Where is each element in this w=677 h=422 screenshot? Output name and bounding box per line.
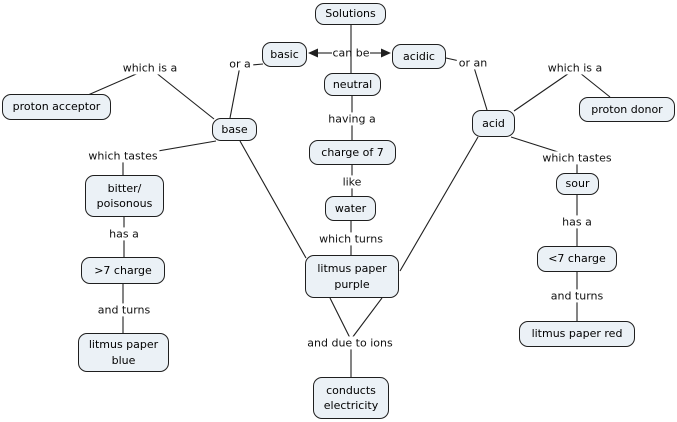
concept-node-water[interactable]: water — [325, 196, 376, 221]
link-label-which-tastes-right[interactable]: which tastes — [540, 151, 614, 165]
concept-node-base[interactable]: base — [212, 118, 257, 141]
concept-node-acidic[interactable]: acidic — [392, 44, 446, 69]
concept-node-neutral[interactable]: neutral — [324, 73, 381, 96]
concept-node-proton-acceptor[interactable]: proton acceptor — [2, 94, 111, 120]
link-label-has-a-right[interactable]: has a — [560, 215, 594, 229]
link-label-can-be[interactable]: can be — [332, 46, 370, 60]
concept-node-litmus-paper-red[interactable]: litmus paper red — [519, 321, 635, 347]
link-label-which-is-a-right[interactable]: which is a — [545, 61, 605, 75]
arrow-to-acidic-icon — [381, 48, 391, 58]
link-label-which-turns[interactable]: which turns — [317, 232, 385, 246]
connector-line — [472, 63, 488, 111]
link-label-which-is-a-left[interactable]: which is a — [120, 61, 180, 75]
link-label-and-turns-left[interactable]: and turns — [95, 303, 153, 317]
connector-line — [329, 297, 351, 339]
concept-node-basic[interactable]: basic — [262, 42, 307, 67]
concept-node-solutions[interactable]: Solutions — [315, 3, 386, 25]
concept-node-lt7-charge[interactable]: <7 charge — [537, 246, 617, 272]
concept-node-conducts-electricity[interactable]: conducts electricity — [313, 377, 389, 419]
concept-node-litmus-paper-blue[interactable]: litmus paper blue — [78, 333, 169, 372]
link-label-which-tastes-left[interactable]: which tastes — [86, 149, 160, 163]
connector-line — [149, 67, 215, 120]
link-label-and-due-to-ions[interactable]: and due to ions — [305, 336, 395, 350]
link-label-having-a[interactable]: having a — [326, 112, 378, 126]
concept-node-litmus-paper-purple[interactable]: litmus paper purple — [305, 255, 399, 298]
connector-line — [351, 297, 383, 339]
link-label-has-a-left[interactable]: has a — [107, 227, 141, 241]
link-label-like[interactable]: like — [340, 175, 364, 189]
connector-line — [399, 136, 479, 272]
link-label-or-an[interactable]: or an — [456, 56, 490, 70]
concept-node-acid[interactable]: acid — [472, 110, 515, 137]
concept-node-proton-donor[interactable]: proton donor — [579, 97, 675, 122]
concept-node-sour[interactable]: sour — [556, 173, 599, 195]
link-label-and-turns-right[interactable]: and turns — [548, 289, 606, 303]
connector-line — [229, 65, 241, 119]
link-label-or-a[interactable]: or a — [227, 57, 253, 71]
concept-node-charge-of-7[interactable]: charge of 7 — [309, 140, 396, 165]
connector-line — [239, 140, 307, 259]
connector-line — [513, 68, 576, 112]
concept-node-gt7-charge[interactable]: >7 charge — [81, 257, 165, 284]
arrow-to-basic-icon — [308, 48, 318, 58]
concept-node-bitter-poisonous[interactable]: bitter/ poisonous — [85, 175, 164, 217]
